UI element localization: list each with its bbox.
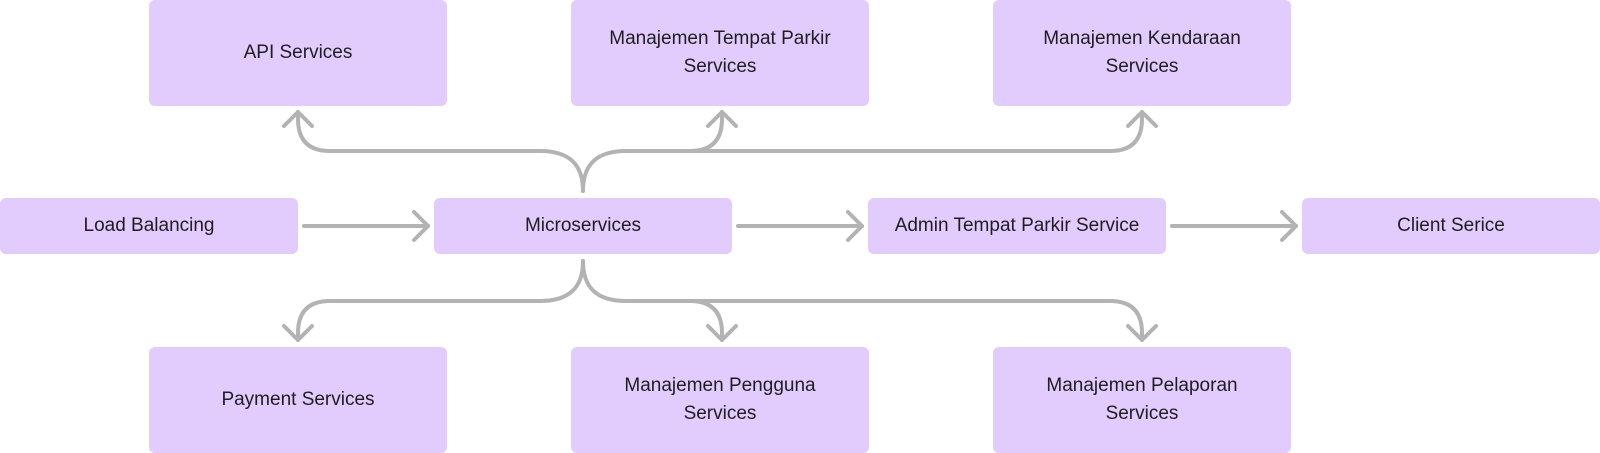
arrowhead-api-services [282,110,314,128]
node-load-balancing[interactable]: Load Balancing [0,198,298,254]
node-label: Client Serice [1397,215,1505,236]
node-client-service[interactable]: Client Serice [1302,198,1600,254]
arrowhead-microservices [412,210,430,242]
connector-to-api-services [296,110,585,193]
node-api-services[interactable]: API Services [149,0,447,106]
node-label: Microservices [524,215,642,236]
node-label: Manajemen Pengguna Services [624,375,816,424]
arrowhead-kendaraan [1126,110,1158,128]
connector-to-kendaraan [688,110,1144,153]
arrowhead-client [1280,210,1298,242]
node-microservices[interactable]: Microservices [434,198,732,254]
arrowhead-tempat-parkir [706,110,738,128]
connector-to-tempat-parkir [581,110,724,193]
node-manajemen-kendaraan[interactable]: Manajemen Kendaraan Services [993,0,1291,106]
node-label: Payment Services [221,389,375,410]
node-admin-tempat-parkir[interactable]: Admin Tempat Parkir Service [868,198,1166,254]
node-manajemen-pelaporan[interactable]: Manajemen Pelaporan Services [993,347,1291,453]
arrowhead-pengguna [706,324,738,342]
arrowhead-pelaporan [1126,324,1158,342]
node-manajemen-tempat-parkir[interactable]: Manajemen Tempat Parkir Services [571,0,869,106]
node-label: Load Balancing [83,215,215,236]
connector-to-pelaporan [688,299,1144,342]
arrowhead-payment [282,324,314,342]
connector-to-payment [296,259,585,342]
node-manajemen-pengguna[interactable]: Manajemen Pengguna Services [571,347,869,453]
connector-to-pengguna [581,259,724,342]
arrowhead-admin [846,210,864,242]
node-label: API Services [243,42,353,63]
node-label: Manajemen Pelaporan Services [1046,375,1238,424]
node-payment-services[interactable]: Payment Services [149,347,447,453]
node-label: Manajemen Tempat Parkir Services [609,28,831,77]
node-label: Admin Tempat Parkir Service [894,215,1140,236]
node-label: Manajemen Kendaraan Services [1043,28,1241,77]
